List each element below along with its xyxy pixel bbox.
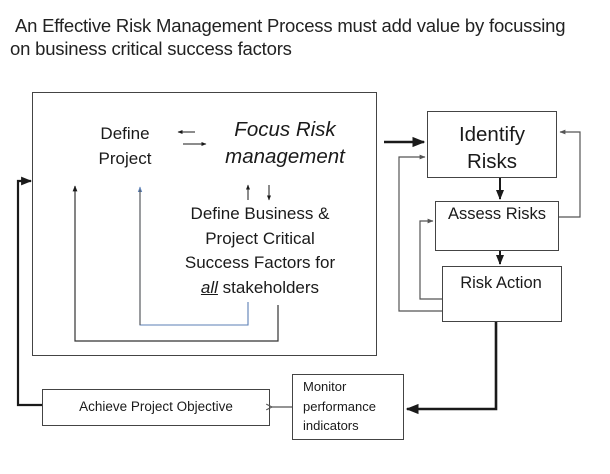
arrow-action-to-monitor <box>405 322 498 415</box>
risk-action-label: Risk Action <box>460 274 542 292</box>
assess-risks-label: Assess Risks <box>447 205 547 223</box>
focus-risk-line-2: management <box>225 145 345 168</box>
loop-csf-to-define-outer <box>72 185 279 342</box>
csf-line-1: Define Business & <box>190 204 330 223</box>
focus-risk-label: Focus Risk management <box>210 116 360 170</box>
csf-emphasis-all: all <box>200 277 218 297</box>
loop-assess-to-identify <box>559 129 581 218</box>
define-csf-label: Define Business & Project Critical Succe… <box>170 202 350 300</box>
loop-action-to-identify <box>398 154 442 312</box>
monitor-performance-box[interactable] <box>292 374 404 440</box>
identify-risks-label: Identify Risks <box>427 121 557 175</box>
title-line-1: An Effective Risk Management Process mus… <box>15 15 566 36</box>
monitor-line-2: performance <box>303 398 376 414</box>
risk-action-box[interactable] <box>442 266 562 322</box>
define-project-label: Define Project <box>90 121 160 171</box>
identify-line-2: Risks <box>466 150 518 173</box>
csf-line-4-rest: stakeholders <box>217 277 320 297</box>
assess-risks-box[interactable] <box>435 201 559 251</box>
define-project-line-1: Define <box>100 124 150 143</box>
csf-line-4: all stakeholders <box>170 276 350 301</box>
define-project-line-2: Project <box>98 149 152 168</box>
csf-line-3: Success Factors for <box>184 253 336 272</box>
achieve-objective-box[interactable] <box>42 389 270 426</box>
achieve-objective-label: Achieve Project Objective <box>79 399 233 414</box>
loop-action-to-assess <box>419 218 442 300</box>
identify-risks-box[interactable] <box>427 111 557 178</box>
csf-line-2: Project Critical <box>205 228 315 248</box>
monitor-line-3: indicators <box>303 418 359 433</box>
monitor-line-1: Monitor <box>303 379 347 394</box>
identify-line-1: Identify <box>458 123 526 146</box>
title-line-2: on business critical success factors <box>10 38 292 59</box>
left-group-box <box>32 92 377 356</box>
slide-title: An Effective Risk Management Process mus… <box>10 14 610 60</box>
monitor-label: Monitor performance indicators <box>303 377 403 436</box>
focus-risk-line-1: Focus Risk <box>234 118 336 141</box>
loop-achieve-to-group <box>16 176 42 407</box>
